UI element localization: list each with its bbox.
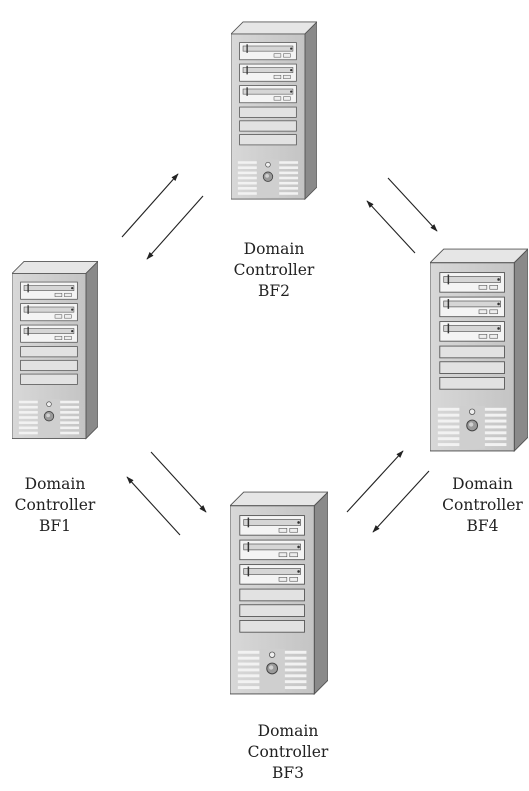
server-bf1-line2: Controller [14, 496, 96, 514]
server-bf1-icon [12, 260, 98, 440]
server-bf3-label: Domain Controller BF3 [238, 721, 338, 784]
server-bf4-line3: BF4 [466, 517, 499, 535]
server-bf3-line1: Domain [257, 722, 319, 740]
server-bf3-line2: Controller [247, 743, 329, 761]
server-bf3-icon [230, 491, 328, 695]
arrow-bf2-to-bf1 [146, 195, 204, 260]
server-bf2-icon [231, 21, 317, 200]
arrow-bf4-to-bf3 [372, 470, 430, 533]
server-bf2-line2: Controller [233, 261, 315, 279]
server-bf4-line1: Domain [452, 475, 513, 493]
server-bf2-label: Domain Controller BF2 [224, 239, 324, 302]
server-bf2-line3: BF2 [257, 282, 290, 300]
server-bf3-line3: BF3 [271, 764, 304, 782]
server-bf1-line3: BF1 [38, 517, 71, 535]
server-bf1-label: Domain Controller BF1 [5, 474, 105, 537]
arrow-bf1-to-bf3 [150, 451, 207, 513]
arrow-bf4-to-bf2 [366, 200, 416, 254]
arrow-bf2-to-bf4 [387, 177, 438, 232]
arrow-bf3-to-bf4 [346, 450, 404, 513]
arrow-bf1-to-bf2 [121, 173, 179, 238]
server-bf1-line1: Domain [24, 475, 86, 493]
arrow-bf3-to-bf1 [126, 476, 181, 536]
server-bf4-icon [430, 248, 528, 452]
server-bf4-label: Domain Controller BF4 [436, 474, 529, 537]
server-bf4-line2: Controller [442, 496, 523, 514]
server-bf2-line1: Domain [243, 240, 305, 258]
